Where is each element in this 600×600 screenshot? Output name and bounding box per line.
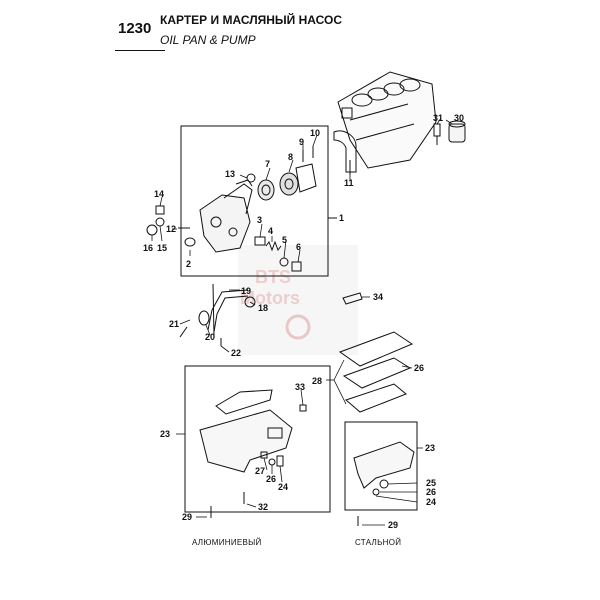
part-13-seal	[246, 173, 256, 183]
callout-26-gasket: 26	[414, 363, 424, 373]
callout-33: 33	[295, 382, 305, 392]
callout-24-aluminum: 24	[278, 482, 288, 492]
callout-7: 7	[265, 159, 270, 169]
oil-pan-gasket-middle	[342, 357, 412, 389]
callout-22: 22	[231, 348, 241, 358]
callout-20: 20	[205, 332, 215, 342]
callout-21: 21	[169, 319, 179, 329]
oil-pan-gasket-lower	[345, 383, 407, 413]
callout-3: 3	[257, 215, 262, 225]
callout-5: 5	[282, 235, 287, 245]
callout-10: 10	[310, 128, 320, 138]
callout-34: 34	[373, 292, 383, 302]
title-english: OIL PAN & PUMP	[160, 33, 256, 47]
callout-4: 4	[268, 226, 273, 236]
part-21-bolt	[179, 326, 188, 338]
leader-lines	[151, 117, 453, 526]
diagram-header: 1230 КАРТЕР И МАСЛЯНЫЙ НАСОС OIL PAN & P…	[0, 0, 600, 60]
part-4-spring	[265, 240, 282, 252]
watermark-line1: BTS	[255, 267, 291, 287]
callout-26-steel: 26	[426, 487, 436, 497]
steel-pan-box	[344, 421, 418, 511]
part-8-rotor	[279, 172, 299, 196]
pump-assembly-box	[180, 125, 329, 277]
callout-26-aluminum: 26	[266, 474, 276, 484]
callout-1: 1	[339, 213, 344, 223]
page-number: 1230	[118, 20, 152, 37]
callout-28: 28	[312, 376, 322, 386]
callout-14: 14	[154, 189, 164, 199]
callout-2: 2	[186, 259, 191, 269]
engine-block	[333, 71, 437, 173]
callout-labels: 1 2 3 4 5 6 7 8 9 10 11 12 13 14 15 16 1…	[143, 113, 464, 530]
callout-23-aluminum: 23	[160, 429, 170, 439]
callout-24-steel: 24	[426, 497, 436, 507]
callout-13: 13	[225, 169, 235, 179]
caption-steel: СТАЛЬНОЙ	[355, 538, 401, 547]
oil-pump-body	[199, 179, 253, 253]
callout-31: 31	[433, 113, 443, 123]
callout-11: 11	[344, 178, 354, 188]
caption-aluminum: АЛЮМИНИЕВЫЙ	[192, 538, 262, 547]
part-16-sensor	[146, 224, 158, 236]
watermark-block	[238, 245, 358, 355]
part-30-oil-filter	[448, 120, 466, 143]
callout-9: 9	[299, 137, 304, 147]
callout-29-steel: 29	[388, 520, 398, 530]
callout-29-aluminum: 29	[182, 512, 192, 522]
part-7-gear	[257, 179, 275, 201]
oil-pan-gasket-upper	[338, 331, 414, 367]
callout-8: 8	[288, 152, 293, 162]
watermark: BTS Motors	[238, 245, 358, 355]
part-33-bolt	[299, 404, 307, 412]
aluminum-oil-pan	[199, 409, 293, 473]
aluminum-pan-box	[184, 365, 331, 513]
part-26-steel-washer	[372, 488, 380, 496]
callout-18: 18	[258, 303, 268, 313]
callout-30: 30	[454, 113, 464, 123]
part-31-stud	[433, 123, 441, 145]
part-6-plug	[291, 261, 302, 272]
pump-cover-plate	[295, 163, 317, 193]
oil-strainer	[198, 283, 256, 337]
callout-19: 19	[241, 286, 251, 296]
part-25-plug	[379, 479, 389, 489]
callout-27: 27	[255, 466, 265, 476]
header-rule	[115, 50, 165, 51]
part-3-plunger	[254, 236, 266, 246]
title-russian: КАРТЕР И МАСЛЯНЫЙ НАСОС	[160, 13, 343, 27]
aluminum-baffle	[215, 389, 273, 415]
part-34-sealant-tube	[342, 292, 363, 305]
callout-15: 15	[157, 243, 167, 253]
part-26-washer	[268, 458, 276, 466]
callout-6: 6	[296, 242, 301, 252]
part-2-gasket	[184, 237, 196, 247]
aluminum-pan-port	[267, 427, 283, 439]
callout-12: 12	[166, 224, 176, 234]
callout-23-steel: 23	[425, 443, 435, 453]
steel-oil-pan	[353, 441, 415, 489]
callout-16: 16	[143, 243, 153, 253]
part-15-oring	[155, 217, 165, 227]
part-14-fitting	[155, 205, 165, 215]
callout-25: 25	[426, 478, 436, 488]
callout-32: 32	[258, 502, 268, 512]
watermark-ring	[285, 314, 311, 340]
part-24-drain-bolt	[276, 455, 284, 467]
